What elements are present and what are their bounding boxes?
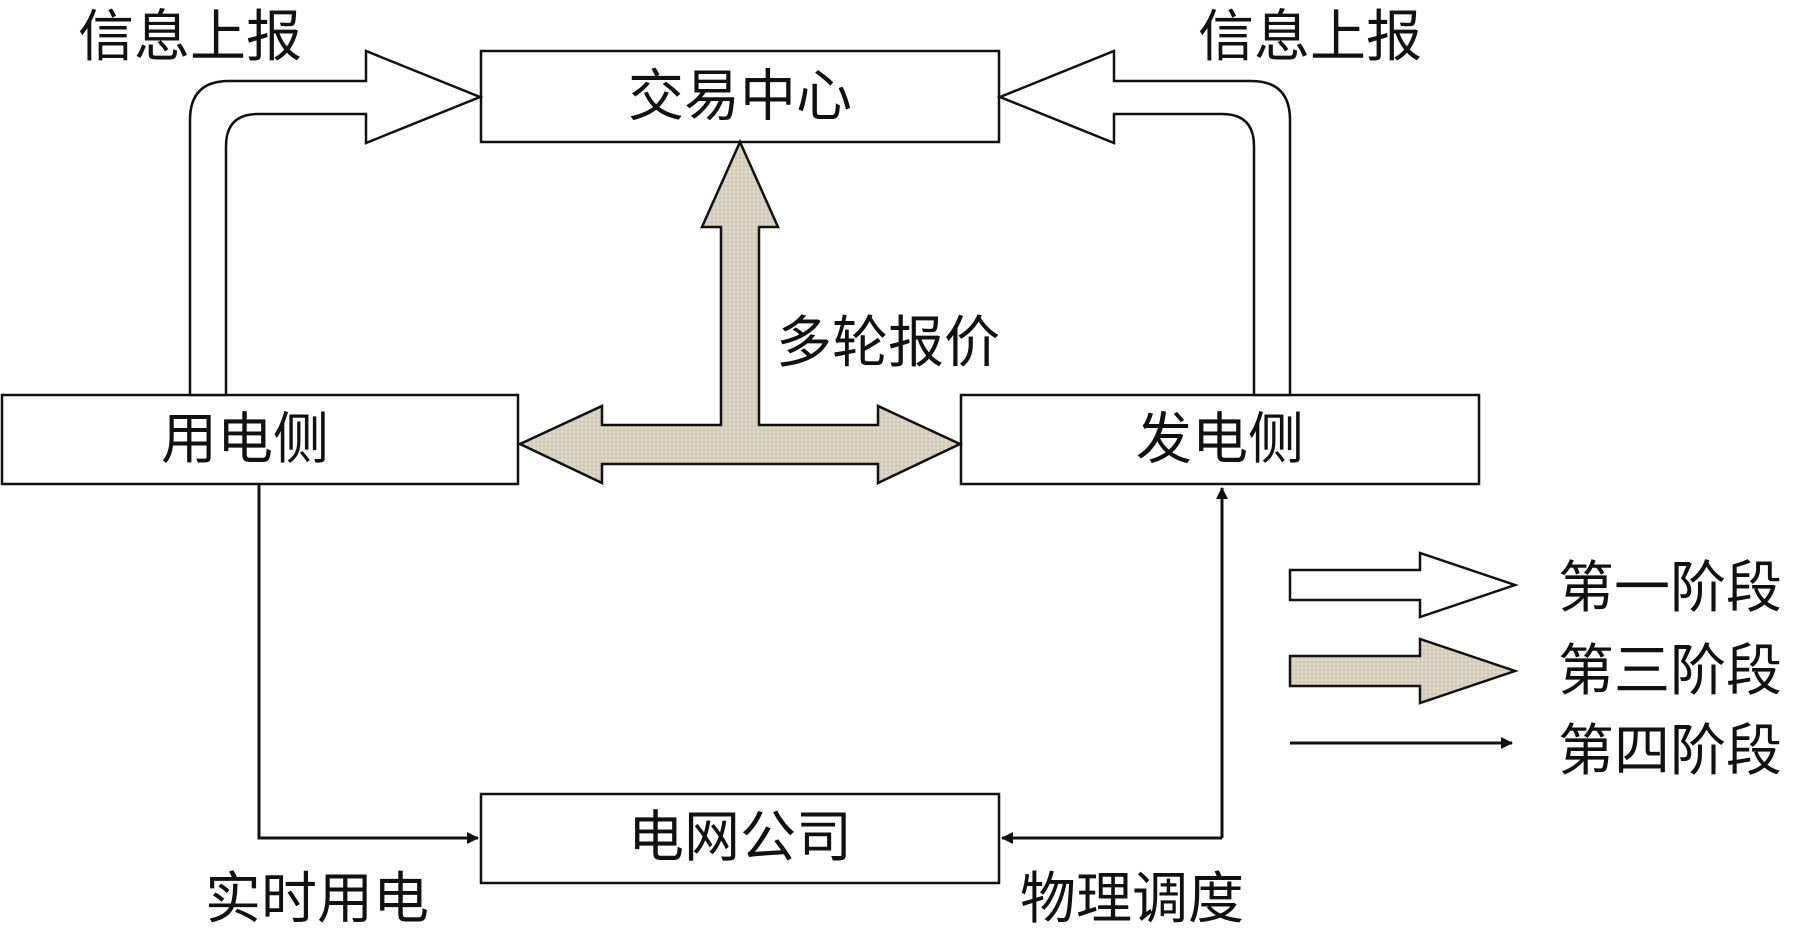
physical-dispatch-label: 物理调度 (1020, 867, 1244, 931)
info-report-left-arrow (188, 49, 484, 397)
info-report-left-label: 信息上报 (78, 5, 302, 70)
legend-stage1-swatch (1288, 551, 1519, 619)
node-generator-side: 发电侧 (959, 393, 1481, 486)
node-grid-company-label: 电网公司 (628, 806, 852, 871)
node-consumer-side: 用电侧 (0, 393, 520, 486)
realtime-consumption-arrow (257, 485, 479, 844)
node-grid-company: 电网公司 (479, 792, 1001, 885)
multi-round-bidding-arrow (517, 138, 963, 485)
node-consumer-side-label: 用电侧 (161, 408, 329, 473)
legend-stage3-swatch (1288, 637, 1519, 705)
info-report-right-label: 信息上报 (1198, 5, 1422, 70)
node-trading-center: 交易中心 (479, 49, 1001, 144)
node-trading-center-label: 交易中心 (628, 65, 852, 130)
multi-round-bidding-label: 多轮报价 (776, 311, 1000, 376)
legend-stage4-label: 第四阶段 (1558, 719, 1782, 784)
legend: 第一阶段 第三阶段 第四阶段 (1288, 551, 1782, 784)
node-generator-side-label: 发电侧 (1136, 408, 1304, 473)
realtime-consumption-label: 实时用电 (205, 867, 429, 931)
legend-stage1-label: 第一阶段 (1558, 556, 1782, 621)
info-report-right-arrow (996, 49, 1292, 397)
legend-stage3-label: 第三阶段 (1558, 639, 1782, 704)
